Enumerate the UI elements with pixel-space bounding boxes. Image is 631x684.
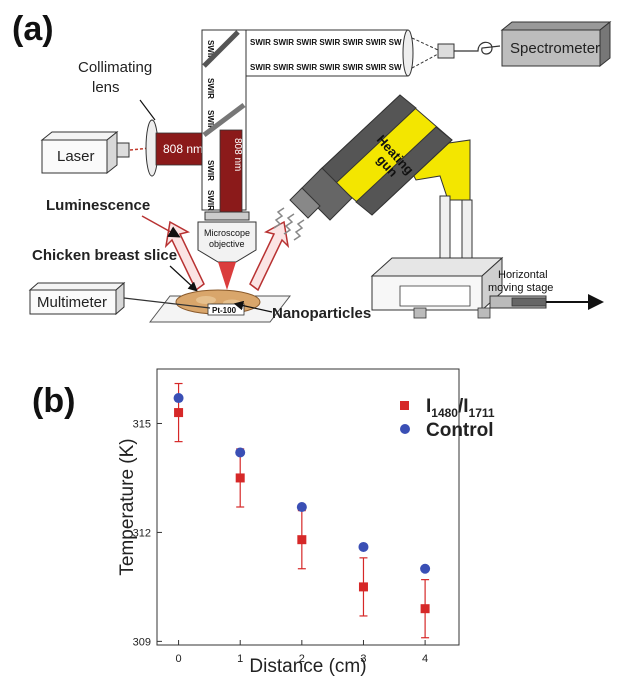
pt100-label: Pt-100 — [212, 306, 237, 315]
swir-label-vertical-5: SWIR — [206, 190, 215, 211]
x-tick-label: 0 — [176, 653, 182, 665]
nanoparticles-label: Nanoparticles — [272, 305, 371, 322]
collimating-lens-label-line1: Collimating — [78, 59, 152, 76]
swir-label-row-1: SWIR SWIR SWIR SWIR SWIR SWIR SW — [250, 38, 402, 47]
data-point-ratio — [174, 408, 184, 418]
swir-tube-horizontal — [245, 29, 409, 77]
collimating-lens-pointer — [139, 99, 156, 121]
data-point-ratio — [358, 582, 368, 592]
data-point-ratio — [420, 604, 430, 614]
data-point-ratio — [297, 535, 307, 545]
luminescence-label: Luminescence — [46, 197, 150, 214]
focused-laser-cone — [218, 262, 236, 290]
ticks-layer: 0 1 2 3 4 309 312 315 — [133, 418, 429, 665]
y-axis-label: Temperature (K) — [117, 438, 138, 575]
microscope-objective-label-line1: Microscope — [204, 228, 250, 238]
swir-label-vertical-2: SWIR — [206, 78, 215, 99]
collimating-lens-label-line2: lens — [92, 79, 120, 96]
laser-wavelength-label: 808 nm — [163, 142, 203, 156]
chicken-breast-slice-label: Chicken breast slice — [32, 247, 177, 264]
x-tick-label: 4 — [422, 653, 428, 665]
moving-stage — [489, 294, 604, 310]
laser-label: Laser — [57, 148, 95, 165]
laser-box: Laser — [40, 130, 119, 175]
multimeter-box: Multimeter — [28, 281, 126, 316]
swir-label-vertical-3: SWIR — [206, 110, 215, 131]
stand — [370, 195, 504, 319]
microscope-objective-label-line2: objective — [209, 239, 245, 249]
y-tick-label: 315 — [133, 418, 151, 430]
panel-b-label: (b) — [32, 382, 75, 420]
data-point-control — [358, 541, 369, 552]
x-tick-label: 3 — [360, 653, 366, 665]
y-tick-label: 309 — [133, 636, 151, 648]
optical-fiber — [454, 41, 501, 55]
heat-waves — [273, 207, 305, 241]
swir-label-vertical-4: SWIR — [206, 160, 215, 181]
chicken-breast-pointer — [169, 265, 198, 292]
data-point-ratio — [235, 473, 245, 483]
output-lens — [402, 29, 414, 77]
laser-wavelength-vertical: 808 nm — [232, 138, 243, 171]
microscope-objective: Microscope objective — [197, 211, 257, 263]
top-mirror — [202, 30, 240, 68]
nanoparticles-pointer — [233, 300, 273, 313]
multimeter-label: Multimeter — [37, 294, 107, 311]
plot-frame — [156, 368, 460, 646]
spectrometer-box: Spectrometer — [500, 20, 612, 68]
horizontal-stage-label-line1: Horizontal — [498, 269, 548, 281]
data-point-control — [235, 447, 246, 458]
fiber-connector — [437, 43, 455, 59]
legend-marker-blue — [400, 424, 410, 434]
x-tick-label: 2 — [299, 653, 305, 665]
legend: I1480/I1711 Control — [400, 396, 495, 441]
data-point-control — [420, 563, 431, 574]
setup-schematic: (a) Collimating lens Laser 808 nm 808 nm… — [12, 10, 612, 323]
x-axis-label: Distance (cm) — [249, 656, 366, 677]
legend-marker-red — [400, 401, 409, 410]
legend-label-ratio: I1480/I1711 — [426, 396, 495, 420]
panel-a-label: (a) — [12, 10, 54, 48]
swir-label-vertical-1: SWIR — [206, 40, 215, 61]
y-tick-label: 312 — [133, 527, 151, 539]
x-tick-label: 1 — [237, 653, 243, 665]
swir-label-row-2: SWIR SWIR SWIR SWIR SWIR SWIR SW — [250, 63, 402, 72]
data-point-control — [173, 393, 184, 404]
legend-label-control: Control — [426, 420, 494, 441]
luminescence-pointer — [141, 215, 181, 238]
multimeter-wire — [123, 297, 211, 309]
heating-gun: Heating gun — [289, 94, 471, 221]
horizontal-stage-label-line2: moving stage — [488, 282, 553, 294]
dichroic-mirror — [202, 103, 246, 137]
chart: Temperature (K) Distance (cm) 0 1 2 3 4 309 31… — [117, 368, 495, 677]
marks-layer — [173, 382, 431, 639]
data-point-control — [296, 502, 307, 512]
spectrometer-label: Spectrometer — [510, 40, 600, 57]
